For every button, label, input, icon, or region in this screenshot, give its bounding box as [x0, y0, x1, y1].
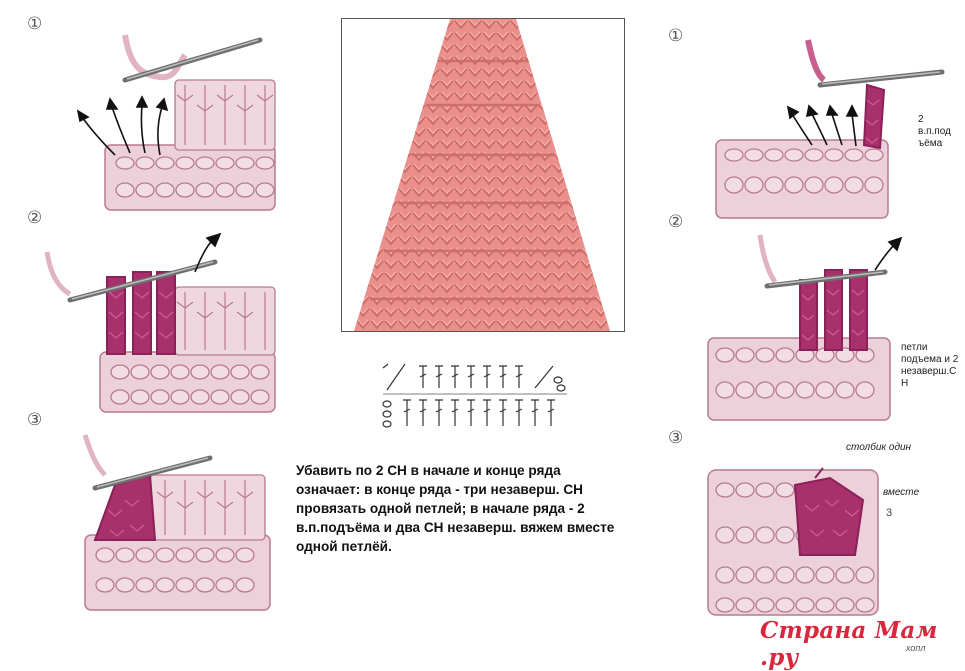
note-line: Н — [901, 378, 909, 389]
instruction-line: Убавить по 2 СН в начале и конце ряда — [296, 463, 561, 478]
arrow-up-icon — [76, 95, 169, 156]
diagram-left-step-1 — [76, 34, 276, 211]
note-stitch-together: столбик один — [846, 442, 912, 453]
step-number-right-2: ② — [668, 212, 684, 232]
arrow-up-icon — [786, 104, 859, 147]
stitch-symbol-icon — [382, 363, 567, 428]
note-loop-number: 3 — [886, 507, 893, 519]
note-line: 2 — [918, 114, 924, 125]
instruction-line: провязать одной петлей; в начале ряда - … — [296, 501, 585, 516]
diagram-right-step-2 — [707, 234, 903, 421]
instruction-line: в.п.подъёма и два СН незаверш. вяжем вме… — [296, 520, 615, 535]
diagram-right-step-1 — [715, 39, 945, 219]
note-line: в.п.под — [918, 126, 951, 137]
note-line: незаверш.С — [901, 366, 957, 377]
stitch-chart — [382, 363, 567, 428]
crochet-hook-icon — [817, 69, 945, 88]
step-number-right-3: ③ — [668, 428, 684, 448]
note-lift-chain: 2 в.п.под ъёма — [918, 114, 951, 150]
diagram-left-step-3 — [82, 434, 271, 611]
step-number-left-1: ① — [27, 14, 43, 34]
instruction-line: одной петлёй. — [296, 539, 392, 554]
note-cropped: хопл — [906, 643, 926, 653]
instruction-line: означает: в конце ряда - три незаверш. С… — [296, 482, 583, 497]
step-number-left-3: ③ — [27, 410, 43, 430]
crochet-hook-icon — [67, 259, 218, 303]
arrow-up-icon — [874, 236, 903, 271]
note-line: петли — [901, 342, 928, 353]
diagram-left-step-2 — [44, 232, 276, 413]
step-number-right-1: ① — [668, 26, 684, 46]
watermark: Страна Мам .ру — [760, 617, 938, 671]
note-line: ъёма — [918, 138, 943, 149]
note-loops: петли подъема и 2 незаверш.С Н — [901, 342, 958, 390]
step-number-left-2: ② — [27, 208, 43, 228]
arrow-up-icon — [194, 232, 222, 273]
crochet-hook-icon — [92, 455, 213, 491]
diagram-right-step-3 — [707, 467, 879, 616]
knitted-sample-photo — [341, 18, 625, 332]
crochet-hook-icon — [122, 37, 263, 83]
crochet-hook-icon — [764, 269, 888, 289]
note-line: подъема и 2 — [901, 354, 959, 365]
note-together: вместе — [883, 487, 920, 498]
instruction-text: Убавить по 2 СН в начале и конце ряда оз… — [296, 461, 686, 556]
